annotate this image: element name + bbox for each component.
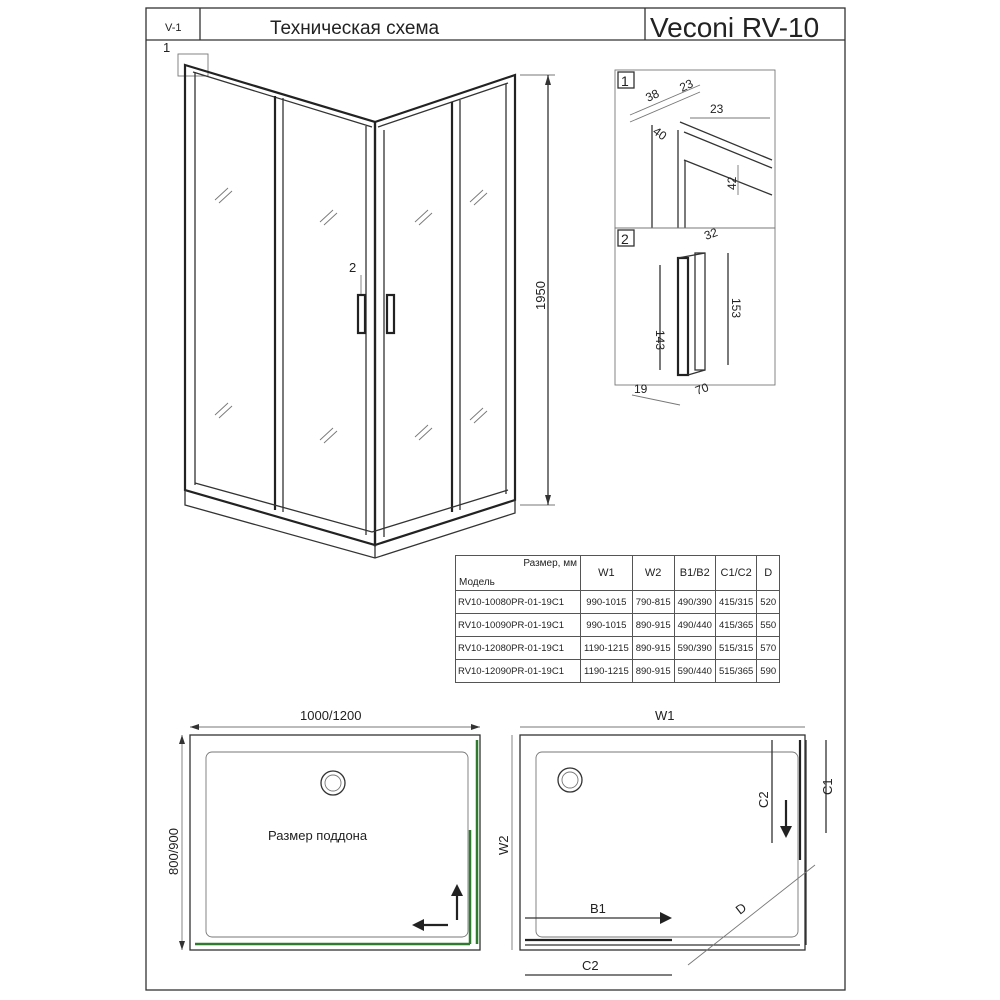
table-header-row: Размер, мм Модель W1 W2 B1/B2 C1/C2 D [455,555,781,591]
detail-1-label: 1 [621,73,629,89]
tray-width-dim: 1000/1200 [300,708,361,723]
installation-plan: W1 W2 C1 C2 B1 C2 D [496,708,835,976]
dim-38: 38 [643,86,661,104]
dim-42: 42 [725,176,739,190]
cell: 515/315 [714,636,758,660]
cell: RV10-10090PR-01-19C1 [455,613,581,637]
col-d: D [756,555,781,591]
cell: 890-915 [631,659,675,683]
cell: 890-915 [631,613,675,637]
tray-size-label: Размер поддона [268,828,368,843]
cell: 520 [756,590,781,614]
dim-70: 70 [693,380,711,398]
detail-2-handle: 2 143 153 32 19 70 [614,225,776,406]
callout-1-box [177,53,209,77]
sheet-frame [145,7,846,991]
dim-19: 19 [634,382,648,396]
col-b1b2: B1/B2 [673,555,716,591]
col-w1: W1 [580,555,633,591]
b1-dim: B1 [590,901,606,916]
c2-side-dim: C2 [756,791,771,808]
sheet-title: Техническая схема [270,18,440,39]
cell: 790-815 [631,590,675,614]
c1-dim: C1 [820,778,835,795]
c2-bottom-dim: C2 [582,958,599,973]
cell: 890-915 [631,636,675,660]
sheet-code: V-1 [165,22,182,34]
cell: 590/390 [673,636,716,660]
cell: 570 [756,636,781,660]
corner-top: Размер, мм [523,558,577,569]
col-c1c2: C1/C2 [714,555,758,591]
cell: 590 [756,659,781,683]
tray-plan: 1000/1200 800/900 Размер поддона [166,708,481,951]
height-dimension: 1950 [533,281,548,310]
cell: 515/365 [714,659,758,683]
dim-153: 153 [729,298,743,318]
dim-23b: 23 [710,102,724,116]
d-dim: D [733,900,750,918]
cell: 415/315 [714,590,758,614]
w2-dim: W2 [496,836,511,856]
cell: 990-1015 [580,590,633,614]
col-w2: W2 [631,555,675,591]
cell: 1190-1215 [580,659,633,683]
cell: RV10-12080PR-01-19C1 [455,636,581,660]
cell: 590/440 [673,659,716,683]
cell: 1190-1215 [580,636,633,660]
detail-1-profile: 1 38 23 23 40 42 [614,69,776,229]
size-table: Размер, мм Модель W1 W2 B1/B2 C1/C2 D RV… [455,555,781,683]
dim-32: 32 [702,225,720,243]
brand-title: Veconi RV-10 [650,12,819,43]
dim-23a: 23 [677,76,695,94]
callout-2: 2 [349,260,356,275]
detail-2-label: 2 [621,231,629,247]
corner-bottom: Модель [459,577,495,588]
cell: 550 [756,613,781,637]
cell: 415/365 [714,613,758,637]
cell: 490/440 [673,613,716,637]
tray-depth-dim: 800/900 [166,828,181,875]
corner-header: Размер, мм Модель [455,555,581,591]
w1-dim: W1 [655,708,675,723]
enclosure-perspective: 1 2 1950 [163,40,555,559]
cell: RV10-12090PR-01-19C1 [455,659,581,683]
dim-143: 143 [653,330,667,350]
callout-1: 1 [163,40,170,55]
cell: 990-1015 [580,613,633,637]
cell: 490/390 [673,590,716,614]
dim-40: 40 [650,124,669,143]
cell: RV10-10080PR-01-19C1 [455,590,581,614]
